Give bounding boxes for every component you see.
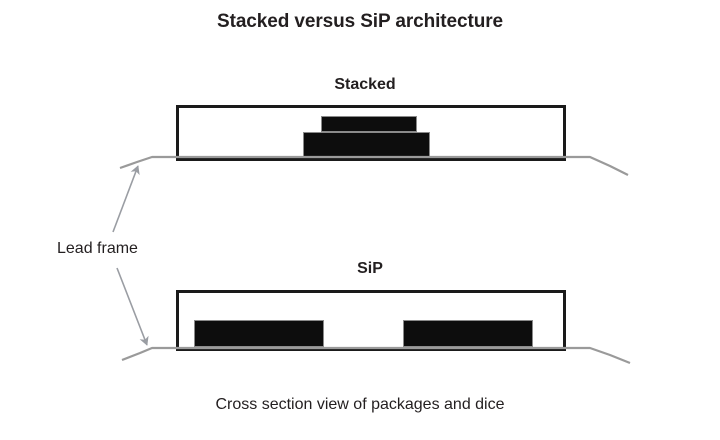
lead-frame-arrow-down-icon [116, 267, 149, 346]
diagram-title: Stacked versus SiP architecture [217, 11, 503, 32]
stacked-lower-die [303, 132, 430, 158]
stacked-upper-die [321, 116, 417, 132]
stacked-package-label: Stacked [334, 76, 396, 93]
sip-left-die [194, 320, 324, 347]
sip-right-die [403, 320, 533, 347]
diagram-caption: Cross section view of packages and dice [215, 396, 505, 413]
lead-frame-arrow-up-icon [112, 165, 140, 233]
sip-package-label: SiP [357, 260, 383, 277]
lead-frame-annotation-label: Lead frame [57, 240, 138, 257]
